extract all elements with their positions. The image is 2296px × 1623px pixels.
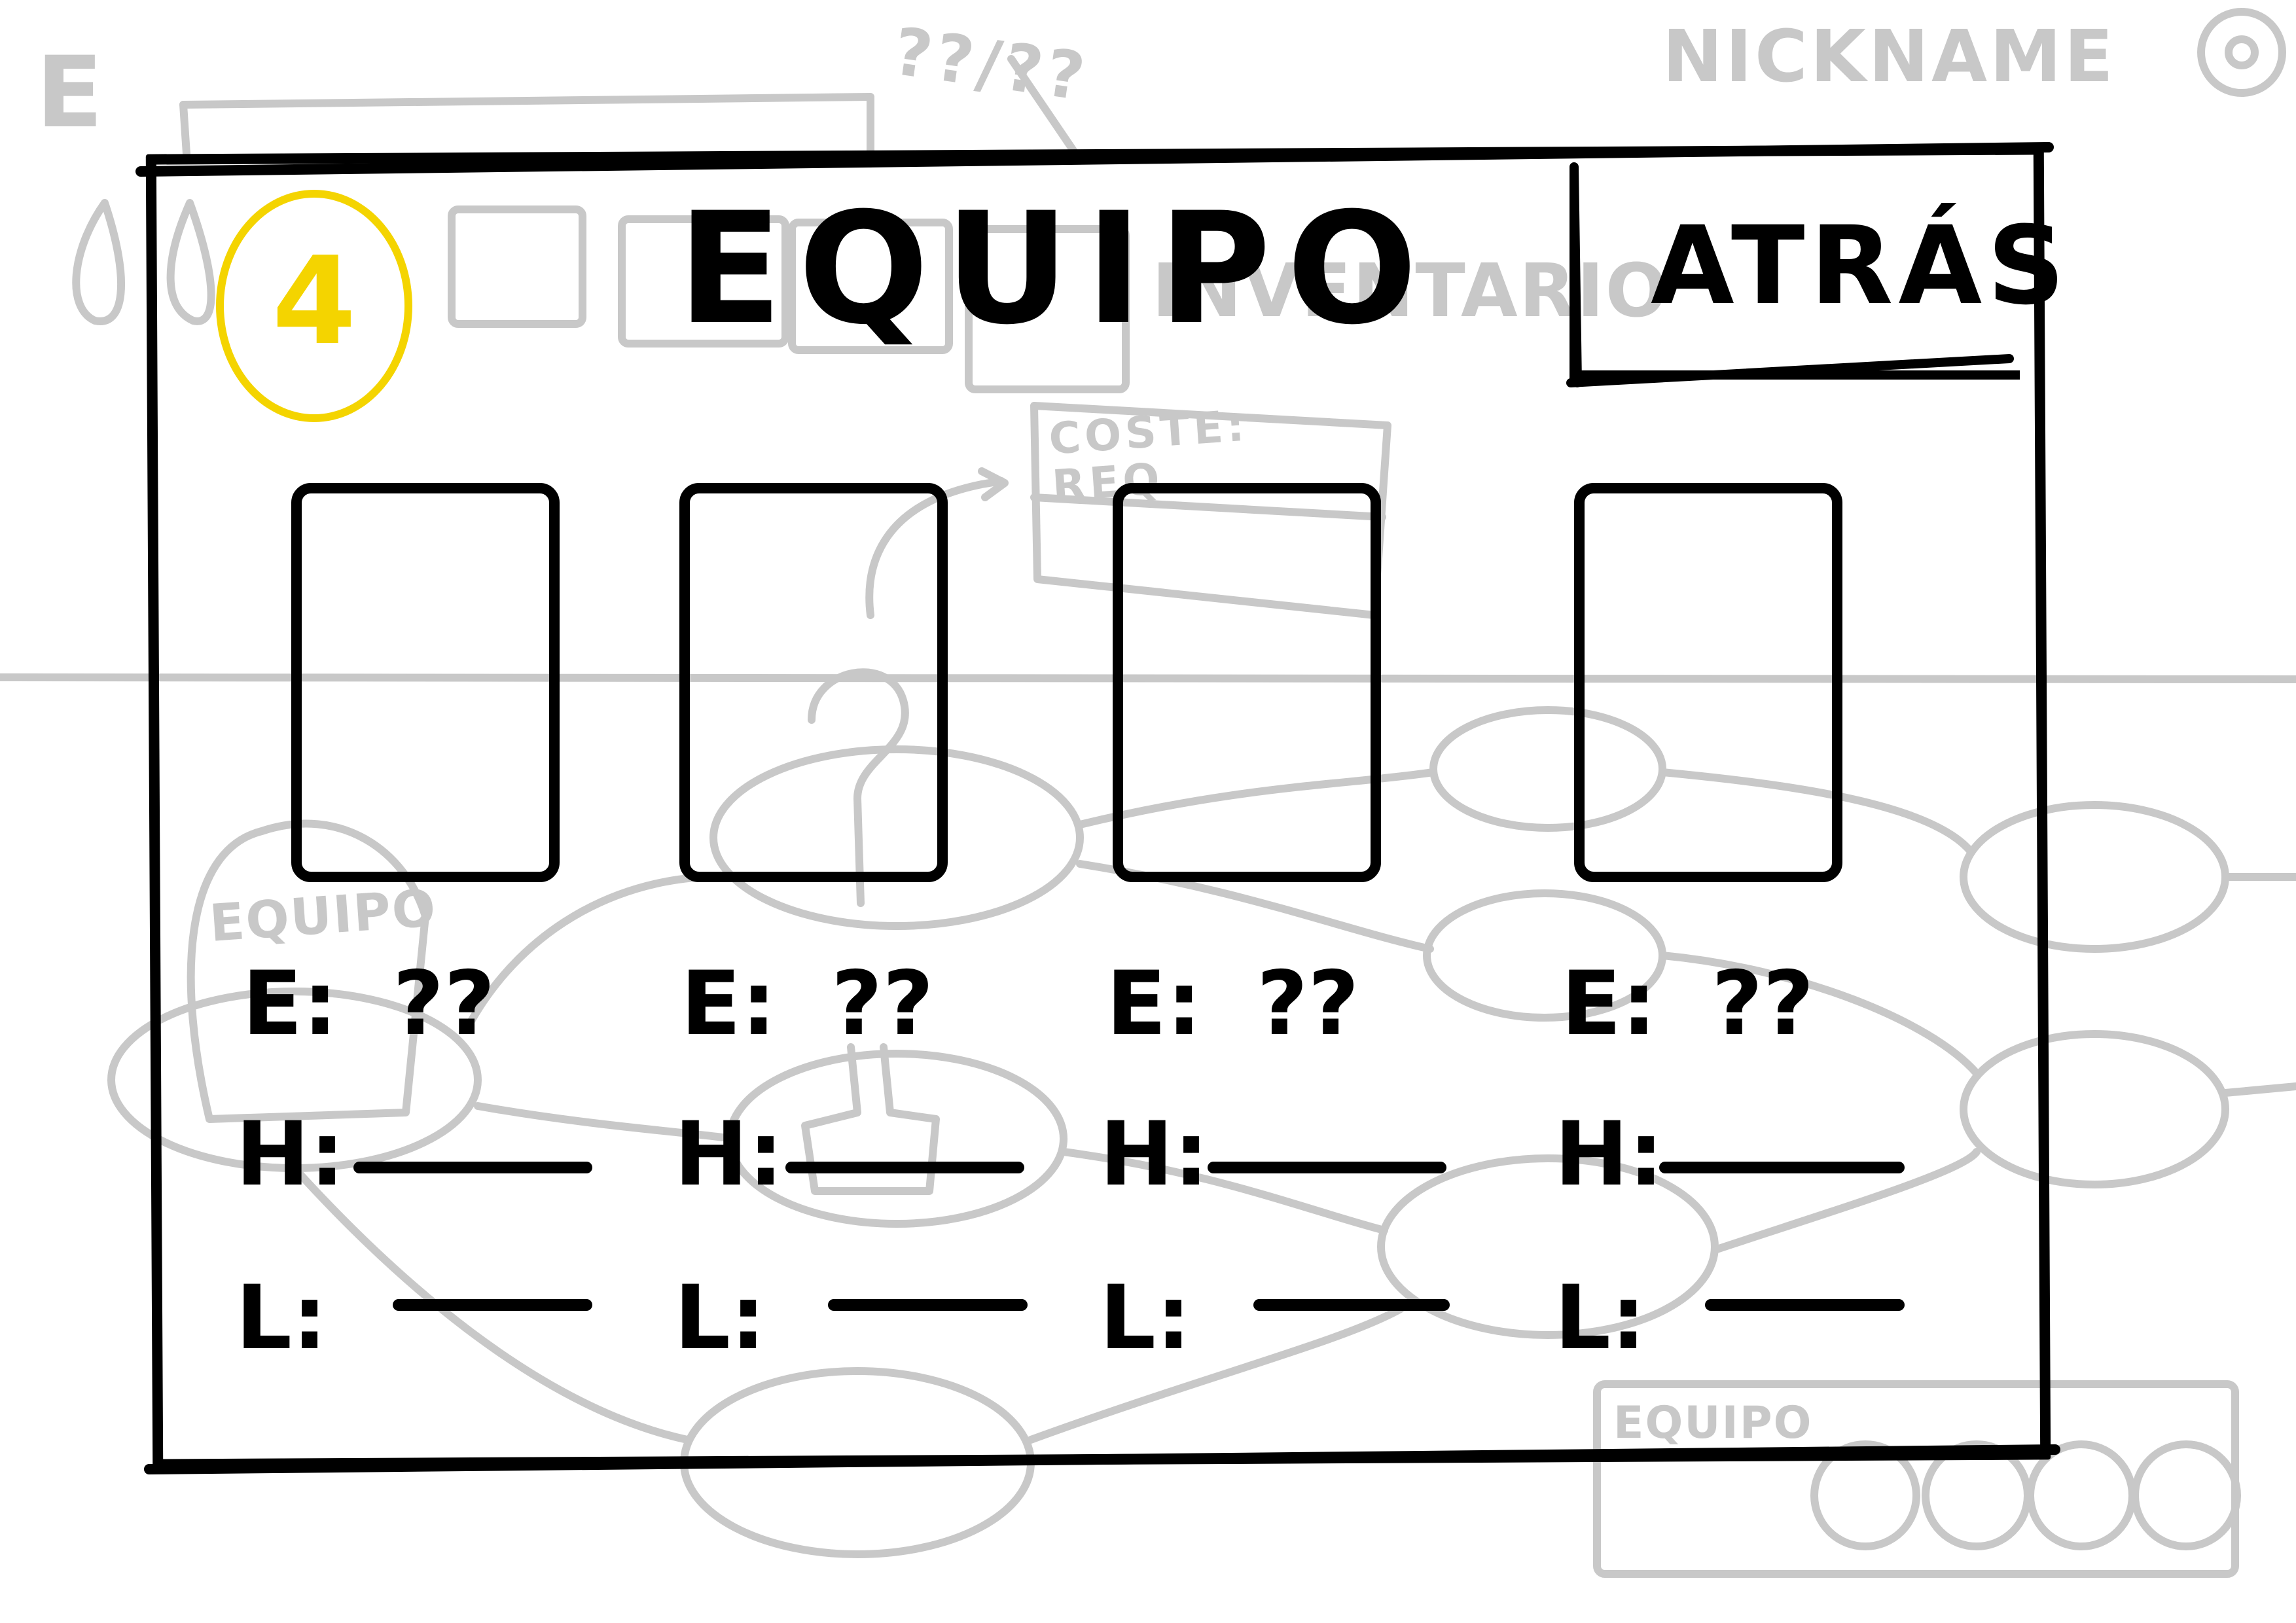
equipment-slot-3[interactable]	[1113, 483, 1381, 882]
slot-3-h-label: H:	[1100, 1103, 1209, 1205]
page-title: EQUIPO	[677, 180, 1433, 359]
back-button[interactable]: ATRÁS	[1570, 167, 2065, 380]
slot-3-h-value-line	[1208, 1162, 1446, 1173]
slot-3-e-label: E:	[1106, 952, 1202, 1055]
slot-2-l-value-line	[828, 1299, 1028, 1311]
slot-4-e-label: E:	[1561, 952, 1657, 1055]
equipment-slot-2[interactable]	[679, 483, 948, 882]
slot-1-e-label: E:	[242, 952, 338, 1055]
slot-4-l-value-line	[1705, 1299, 1905, 1311]
equipment-slot-1[interactable]	[291, 483, 560, 882]
slot-2-h-value-line	[785, 1162, 1024, 1173]
back-button-label: ATRÁS	[1651, 203, 2071, 329]
slot-2-h-label: H:	[674, 1103, 783, 1205]
slot-1-l-value-line	[393, 1299, 592, 1311]
team-count-badge: 4	[216, 190, 412, 422]
slot-2-l-label: L:	[674, 1266, 766, 1369]
slot-3-l-value-line	[1253, 1299, 1450, 1311]
slot-3-l-label: L:	[1100, 1266, 1192, 1369]
slot-4-h-label: H:	[1554, 1103, 1664, 1205]
slot-1-h-label: H:	[236, 1103, 345, 1205]
nickname-label: NICKNAME	[1662, 14, 2116, 98]
slot-1-l-label: L:	[236, 1266, 328, 1369]
energy-label: E	[36, 36, 107, 150]
equipment-slot-4[interactable]	[1574, 483, 1842, 882]
slot-2-e-value: ??	[831, 952, 934, 1055]
slot-2-e-label: E:	[681, 952, 777, 1055]
slot-4-l-label: L:	[1554, 1266, 1647, 1369]
slot-3-e-value: ??	[1257, 952, 1359, 1055]
slot-4-h-value-line	[1659, 1162, 1905, 1173]
slot-4-e-value: ??	[1712, 952, 1814, 1055]
slot-1-e-value: ??	[393, 952, 495, 1055]
team-count-value: 4	[272, 230, 357, 372]
slot-1-h-value-line	[353, 1162, 592, 1173]
equipo-box-label: EQUIPO	[1613, 1397, 1813, 1449]
